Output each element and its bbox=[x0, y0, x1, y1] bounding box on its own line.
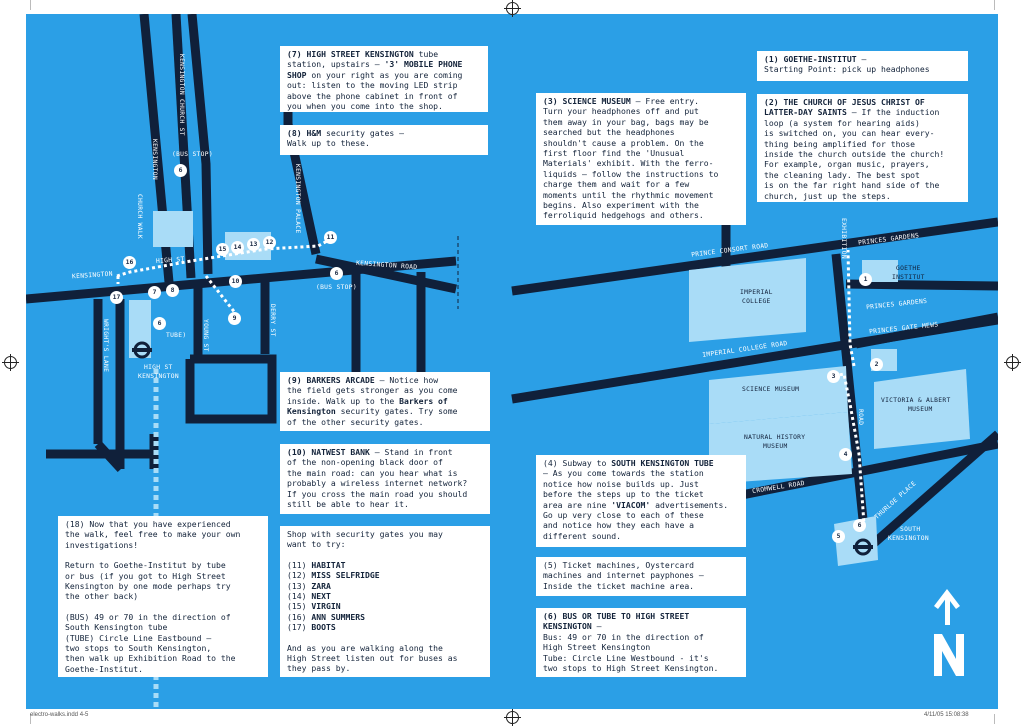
label-tube: TUBE) bbox=[166, 332, 187, 339]
label-young-st: YOUNG ST bbox=[202, 319, 209, 352]
footer-timestamp: 4/11/05 15:08:38 bbox=[924, 712, 969, 718]
label-wrights-lane: WRIGHT'S LANE bbox=[102, 319, 109, 373]
label-south-kensington-1: SOUTH bbox=[900, 526, 921, 533]
route-right-exhibition bbox=[846, 249, 856, 367]
imperial-college-building bbox=[689, 258, 806, 342]
marker-2: 2 bbox=[870, 358, 883, 371]
label-high-st-kensington-2: KENSINGTON bbox=[138, 373, 179, 380]
princes-gate-mews-road bbox=[855, 312, 998, 349]
label-va-1: VICTORIA & ALBERT bbox=[881, 397, 951, 404]
registration-mark-left bbox=[2, 354, 19, 371]
marker-12: 12 bbox=[263, 236, 276, 249]
label-kensington-palace: KENSINGTON PALACE bbox=[294, 164, 301, 234]
tube-roundel-left bbox=[132, 341, 152, 359]
route-left bbox=[116, 237, 332, 278]
north-arrow bbox=[934, 589, 964, 676]
marker-14: 14 bbox=[231, 241, 244, 254]
label-goethe-2: INSTITUT bbox=[892, 274, 925, 281]
box-7-high-street-kensington: (7) HIGH STREET KENSINGTON tube station,… bbox=[280, 46, 488, 112]
building-left-1 bbox=[153, 211, 193, 247]
marker-8: 8 bbox=[166, 284, 179, 297]
trim-mark bbox=[994, 0, 995, 10]
footer-filename: electro-walks.indd 4-5 bbox=[30, 712, 89, 718]
box-4-subway: (4) Subway to SOUTH KENSINGTON TUBE — As… bbox=[536, 455, 746, 547]
tube-roundel-right bbox=[853, 538, 873, 556]
marker-9: 9 bbox=[228, 312, 241, 325]
box-9-barkers-arcade: (9) BARKERS ARCADE — Notice how the fiel… bbox=[280, 372, 490, 431]
box-10-natwest-bank: (10) NATWEST BANK — Stand in front of th… bbox=[280, 444, 490, 514]
marker-13: 13 bbox=[247, 238, 260, 251]
label-bus-stop-2: (BUS STOP) bbox=[316, 284, 357, 291]
kensington-church-st-line bbox=[187, 14, 213, 275]
box-2-church: (2) THE CHURCH OF JESUS CHRIST OF LATTER… bbox=[757, 94, 968, 202]
marker-5: 5 bbox=[832, 530, 845, 543]
marker-4: 4 bbox=[839, 448, 852, 461]
marker-6c: 6 bbox=[153, 317, 166, 330]
box-5-ticket-machines: (5) Ticket machines, Oystercard machines… bbox=[536, 557, 746, 596]
registration-mark-top bbox=[504, 0, 521, 17]
block-loop-road bbox=[185, 354, 277, 424]
label-goethe-1: GOETHE bbox=[896, 265, 921, 272]
map-spread: KENSINGTON CHURCH ST KENSINGTON CHURCH W… bbox=[26, 14, 998, 709]
marker-16: 16 bbox=[123, 256, 136, 269]
label-kensington: KENSINGTON bbox=[151, 139, 158, 180]
princes-gardens-road bbox=[845, 279, 998, 291]
label-imperial-2: COLLEGE bbox=[742, 298, 771, 305]
label-kensington-church-st: KENSINGTON CHURCH ST bbox=[178, 54, 185, 136]
box-18-now-that: (18) Now that you have experienced the w… bbox=[58, 516, 268, 677]
marker-6b: 6 bbox=[330, 267, 343, 280]
science-museum-building bbox=[709, 366, 848, 424]
kensington-road-branch bbox=[315, 254, 457, 294]
registration-mark-bottom bbox=[504, 709, 521, 726]
trim-mark bbox=[30, 714, 31, 724]
label-bus-stop-1: (BUS STOP) bbox=[172, 151, 213, 158]
marker-3: 3 bbox=[827, 370, 840, 383]
box-shops-security-gates: Shop with security gates you may want to… bbox=[280, 526, 490, 677]
prince-consort-road bbox=[511, 217, 998, 296]
marker-17: 17 bbox=[110, 291, 123, 304]
label-south-kensington-2: KENSINGTON bbox=[888, 535, 929, 542]
label-church-walk: CHURCH WALK bbox=[136, 194, 143, 240]
va-museum-building bbox=[874, 369, 970, 449]
marker-15: 15 bbox=[216, 243, 229, 256]
box-6-bus-or-tube: (6) BUS OR TUBE TO HIGH STREET KENSINGTO… bbox=[536, 608, 746, 677]
label-imperial-1: IMPERIAL bbox=[740, 289, 773, 296]
box-1-goethe-institut: (1) GOETHE-INSTITUT — Starting Point: pi… bbox=[757, 51, 968, 81]
marker-11: 11 bbox=[324, 231, 337, 244]
trim-mark bbox=[994, 714, 995, 724]
route-right-south bbox=[833, 372, 866, 525]
label-natural-history-1: NATURAL HISTORY bbox=[744, 434, 806, 441]
box-3-science-museum: (3) SCIENCE MUSEUM — Free entry. Turn yo… bbox=[536, 93, 746, 225]
label-high-st-kensington-1: HIGH ST bbox=[144, 364, 173, 371]
marker-1: 1 bbox=[859, 273, 872, 286]
marker-10: 10 bbox=[229, 275, 242, 288]
label-science-museum: SCIENCE MUSEUM bbox=[742, 386, 800, 393]
label-va-2: MUSEUM bbox=[908, 406, 933, 413]
box-8-hm: (8) H&M security gates — Walk up to thes… bbox=[280, 125, 488, 155]
marker-6a: 6 bbox=[174, 164, 187, 177]
marker-7: 7 bbox=[148, 286, 161, 299]
label-derry-st: DERRY ST bbox=[269, 304, 276, 337]
label-road: ROAD bbox=[857, 409, 864, 426]
trim-mark bbox=[30, 0, 31, 10]
marker-6-right: 6 bbox=[853, 519, 866, 532]
registration-mark-right bbox=[1004, 354, 1021, 371]
label-natural-history-2: MUSEUM bbox=[763, 443, 788, 450]
thurloe-place-road bbox=[853, 430, 998, 563]
route-left-branch bbox=[204, 275, 238, 315]
label-exhibition: EXHIBITION bbox=[840, 218, 847, 259]
